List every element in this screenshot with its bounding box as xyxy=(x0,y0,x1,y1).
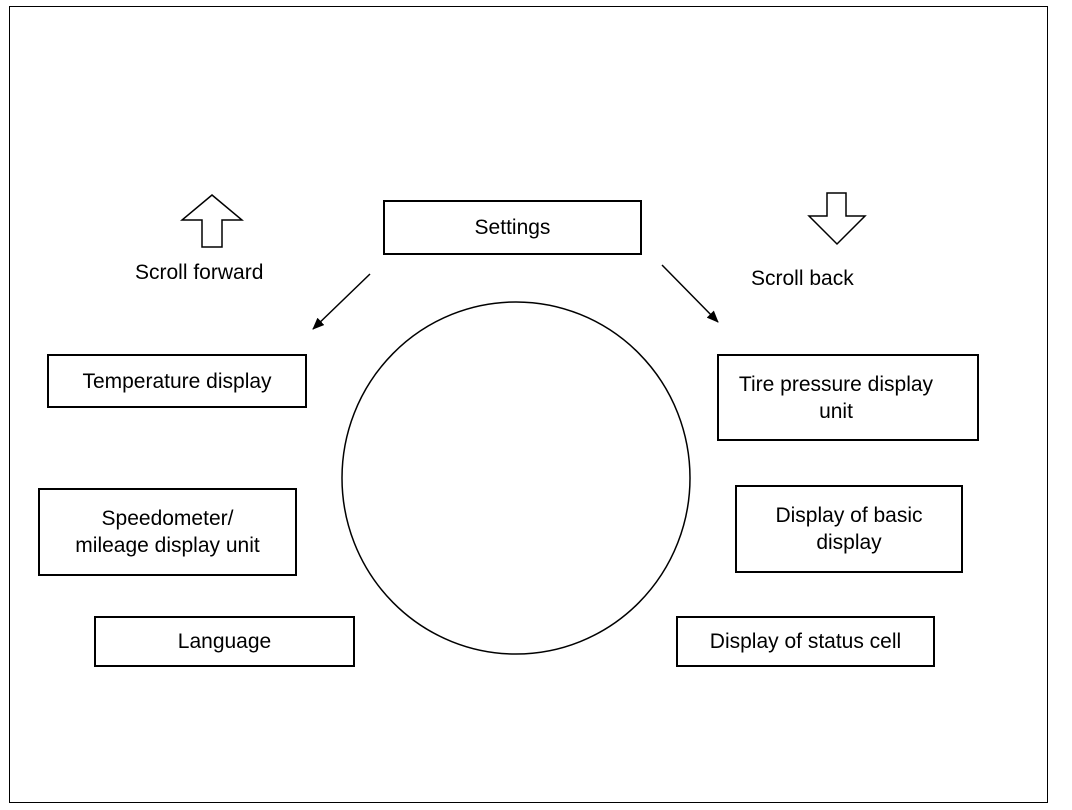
basic-display-label-line2: display xyxy=(816,531,882,554)
tire-pressure-label-line1: Tire pressure display xyxy=(738,372,934,396)
speedometer-mileage-box: Speedometer/ mileage display unit xyxy=(38,488,297,576)
tire-pressure-box: Tire pressure display unit xyxy=(717,354,979,441)
menu-cycle-circle xyxy=(341,301,691,655)
up-arrow-icon xyxy=(180,194,244,248)
arrow-to-temperature xyxy=(312,273,371,330)
scroll-forward-label: Scroll forward xyxy=(135,261,264,284)
basic-display-box: Display of basic display xyxy=(735,485,963,573)
status-cell-box: Display of status cell xyxy=(676,616,935,667)
temperature-display-box: Temperature display xyxy=(47,354,307,408)
down-arrow-icon xyxy=(807,192,867,246)
tire-pressure-label-line2: unit xyxy=(819,399,853,423)
speedometer-label-line2: mileage display unit xyxy=(75,534,260,557)
arrow-to-tire-pressure xyxy=(661,264,719,323)
diagram-frame xyxy=(9,6,1048,803)
speedometer-label-line1: Speedometer/ xyxy=(101,507,234,530)
temperature-display-label: Temperature display xyxy=(82,369,272,393)
language-box: Language xyxy=(94,616,355,667)
language-label: Language xyxy=(177,630,272,653)
status-cell-label: Display of status cell xyxy=(709,630,902,653)
settings-label: Settings xyxy=(474,216,551,239)
settings-box: Settings xyxy=(383,200,642,255)
basic-display-label-line1: Display of basic xyxy=(775,504,923,527)
scroll-back-label: Scroll back xyxy=(751,267,854,290)
